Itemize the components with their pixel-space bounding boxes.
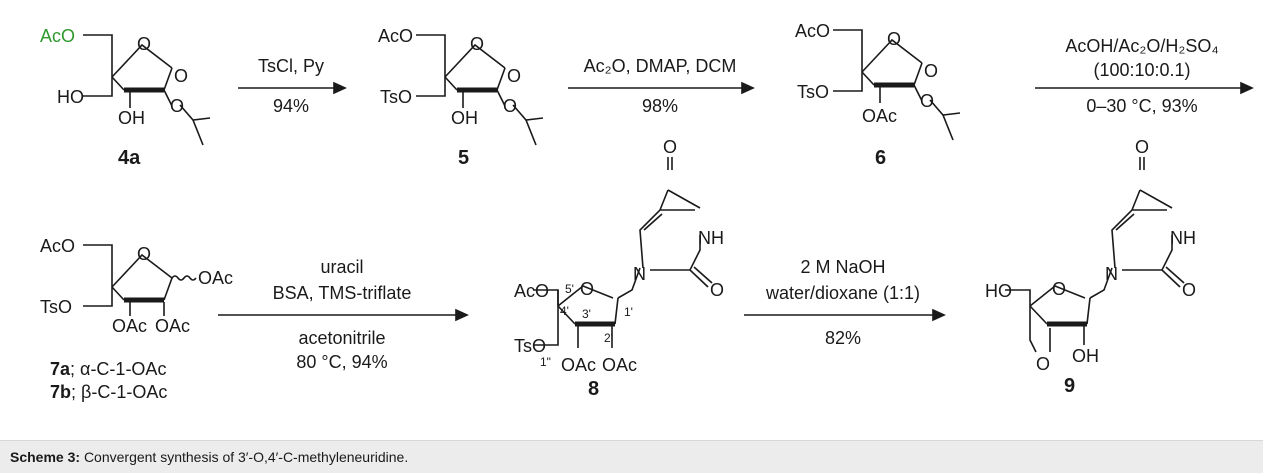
compound-label-4a: 4a [118,147,141,169]
atom-label: AcO [40,26,75,46]
atom-label: O [170,96,184,116]
atom-label: AcO [795,21,830,41]
position-label: 1" [540,355,551,369]
arrow-4-reagent: uracil [320,257,363,277]
arrow-5-reagent: 2 M NaOH [800,257,885,277]
compound-label-8: 8 [588,378,599,400]
atom-label: O [137,34,151,54]
compound-4a: AcO HO OH O O O 4a [40,26,211,169]
arrow-5-yield: 82% [825,328,861,348]
compound-8: AcO TsO OAc OAc O N NH O O 5' 4' 3' 2' 1… [514,137,724,400]
atom-label: O [580,279,594,299]
caption-text: Scheme 3: Convergent synthesis of 3′-O,4… [10,449,408,465]
arrow-5-solvent: water/dioxane (1:1) [765,283,920,303]
atom-label: NH [698,228,724,248]
compound-label-7b: 7b; β-C-1-OAc [50,382,167,402]
atom-label: O [924,61,938,81]
compound-label-5: 5 [458,147,469,169]
arrow-2-yield: 98% [642,96,678,116]
atom-label: OH [1072,346,1099,366]
atom-label: AcO [514,281,549,301]
atom-label: O [470,34,484,54]
atom-label: HO [57,87,84,107]
atom-label: TsO [797,82,829,102]
atom-label: OAc [862,106,897,126]
atom-label: OH [451,108,478,128]
atom-label: NH [1170,228,1196,248]
position-label: 3' [582,307,591,321]
atom-label: N [633,264,646,284]
scheme-caption: Scheme 3: Convergent synthesis of 3′-O,4… [0,440,1263,473]
position-label: 2' [604,331,613,345]
position-label: 1' [624,305,633,319]
compound-label-6: 6 [875,147,886,169]
arrow-3-conditions: 0–30 °C, 93% [1086,96,1197,116]
reaction-arrow-1: TsCl, Py 94% [238,56,347,116]
compound-label-7a: 7a; α-C-1-OAc [50,359,166,379]
reaction-arrow-5: 2 M NaOH water/dioxane (1:1) 82% [744,257,946,348]
compound-9: HO O OH O N NH O O 9 [985,137,1196,397]
compound-7: AcO TsO OAc OAc O OAc 7a; α-C-1-OAc 7b; … [40,236,233,402]
atom-label: O [920,91,934,111]
atom-label: O [887,29,901,49]
atom-label: OAc [561,355,596,375]
atom-label: O [663,137,677,157]
atom-label: O [137,244,151,264]
arrow-4-conditions: 80 °C, 94% [296,352,387,372]
atom-label: OAc [602,355,637,375]
atom-label: TsO [40,297,72,317]
reaction-arrow-3: AcOH/Ac₂O/H₂SO₄ (100:10:0.1) 0–30 °C, 93… [1035,36,1254,116]
atom-label: OAc [155,316,190,336]
arrow-3-reagents: AcOH/Ac₂O/H₂SO₄ [1065,36,1218,56]
arrow-1-reagents: TsCl, Py [258,56,324,76]
arrow-4-activators: BSA, TMS-triflate [273,283,412,303]
atom-label: O [503,96,517,116]
atom-label: AcO [378,26,413,46]
atom-label: N [1105,264,1118,284]
position-label: 4' [560,304,569,318]
atom-label: O [174,66,188,86]
atom-label: OAc [198,268,233,288]
compound-label-9: 9 [1064,375,1075,397]
caption-body: Convergent synthesis of 3′-O,4′-C-methyl… [83,449,409,465]
position-label: 5' [565,282,574,296]
atom-label: O [507,66,521,86]
atom-label: TsO [514,336,546,356]
arrow-3-ratio: (100:10:0.1) [1093,60,1190,80]
caption-label: Scheme 3: [10,449,81,465]
atom-label: O [1052,279,1066,299]
reaction-scheme: AcO HO OH O O O 4a TsCl, Py 94% AcO TsO … [40,21,1254,402]
compound-5: AcO TsO OH O O O 5 [378,26,544,169]
atom-label: AcO [40,236,75,256]
atom-label: O [1036,354,1050,374]
atom-label: HO [985,281,1012,301]
arrow-1-yield: 94% [273,96,309,116]
reaction-arrow-2: Ac₂O, DMAP, DCM 98% [568,56,755,116]
atom-label: OH [118,108,145,128]
atom-label: OAc [112,316,147,336]
atom-label: O [1135,137,1149,157]
atom-label: O [1182,280,1196,300]
atom-label: O [710,280,724,300]
arrow-2-reagents: Ac₂O, DMAP, DCM [584,56,737,76]
arrow-4-solvent: acetonitrile [298,328,385,348]
compound-6: AcO TsO OAc O O O 6 [795,21,961,169]
atom-label: TsO [380,87,412,107]
reaction-arrow-4: uracil BSA, TMS-triflate acetonitrile 80… [218,257,469,372]
